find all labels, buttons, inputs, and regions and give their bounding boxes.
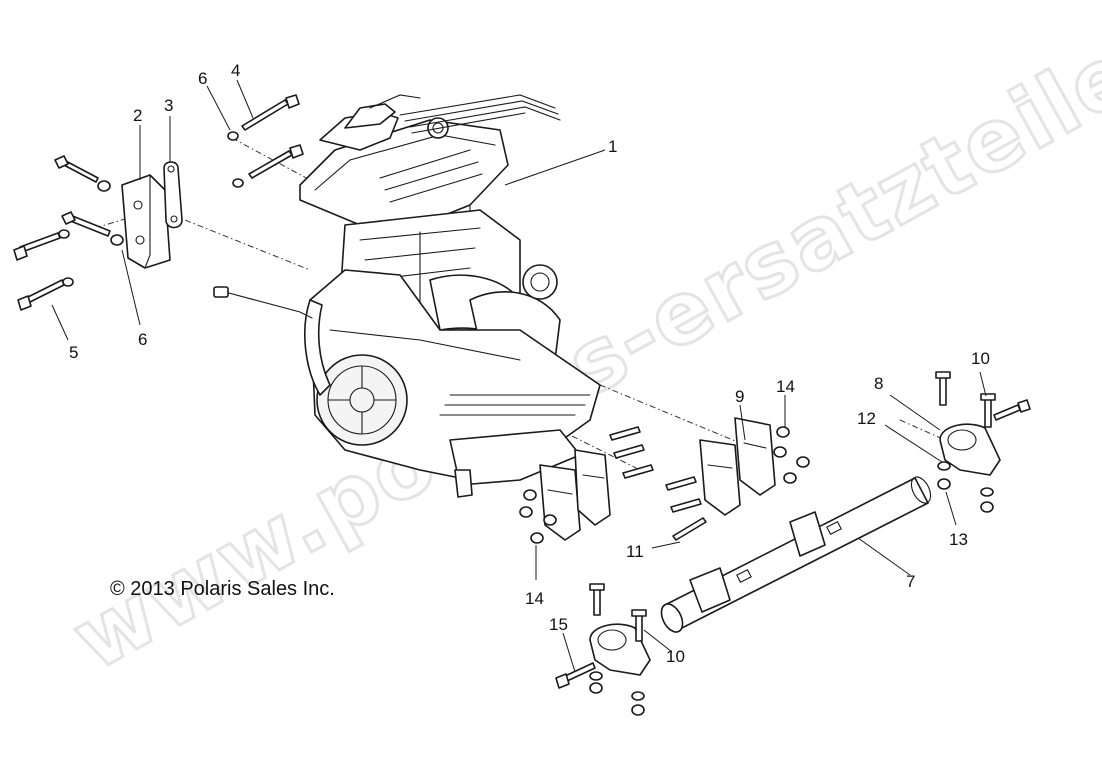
callout-14-left: 14 [525,589,544,608]
callout-8: 8 [874,374,883,393]
callout-14-right: 14 [776,377,795,396]
callout-12: 12 [857,409,876,428]
callout-3: 3 [164,96,173,115]
engine-assembly[interactable] [213,94,601,498]
copyright-text: © 2013 Polaris Sales Inc. [110,578,335,600]
callout-2: 2 [133,106,142,125]
mount-bracket-left[interactable] [121,174,171,269]
bolts-top[interactable] [227,94,304,188]
rubber-mount-right[interactable] [935,371,1031,513]
leader-lines [51,79,987,673]
link-plate[interactable] [163,161,183,229]
callout-13: 13 [949,530,968,549]
callout-15: 15 [549,615,568,634]
callout-5: 5 [69,343,78,362]
callout-11: 11 [626,542,644,561]
callout-4: 4 [231,61,240,80]
callout-9: 9 [735,387,744,406]
callout-10-bottom: 10 [666,647,685,666]
bolts-left[interactable] [13,155,124,311]
callout-7: 7 [906,572,915,591]
nuts-and-bolts-front[interactable] [519,426,810,544]
mount-tube[interactable] [657,474,934,636]
rubber-mount-left[interactable] [555,583,651,716]
mount-plates[interactable] [539,417,776,541]
callouts: 1 2 3 4 5 6 6 7 8 9 10 10 11 12 13 14 14… [69,61,990,666]
callout-6-top: 6 [198,69,207,88]
callout-1: 1 [608,137,617,156]
callout-6-left: 6 [138,330,147,349]
callout-10-right: 10 [971,349,990,368]
